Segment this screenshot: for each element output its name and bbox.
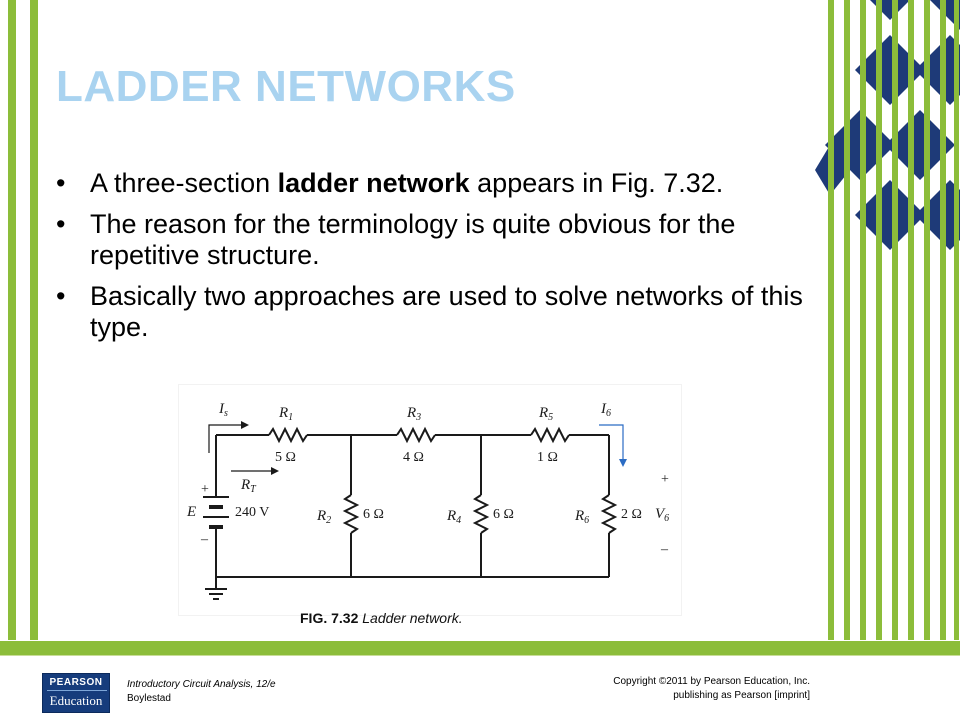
logo-bottom-text: Education: [49, 693, 103, 708]
bullet-dot: •: [56, 209, 66, 239]
resistor-r1-symbol: [268, 426, 308, 444]
logo-divider: [47, 690, 107, 691]
bullet-text: appears in Fig. 7.32.: [469, 168, 724, 198]
value-r1: 5 Ω: [275, 450, 296, 465]
battery-plus: +: [201, 482, 209, 497]
book-author: Boylestad: [127, 693, 171, 704]
bullet-item: • The reason for the terminology is quit…: [56, 209, 816, 271]
bullet-item: • A three-section ladder network appears…: [56, 168, 816, 199]
label-i6: I6: [600, 401, 611, 419]
bullet-item: • Basically two approaches are used to s…: [56, 281, 816, 343]
copyright-line: Copyright ©2011 by Pearson Education, In…: [613, 676, 810, 687]
resistor-r2-symbol: [342, 494, 360, 534]
label-r1: R1: [278, 405, 293, 423]
label-e: E: [186, 504, 196, 520]
book-title: Introductory Circuit Analysis, 12/e: [127, 679, 276, 690]
current-arrow-is: [208, 424, 241, 453]
footer-copyright: Copyright ©2011 by Pearson Education, In…: [613, 675, 810, 703]
footer-band: [0, 641, 960, 655]
label-r4: R4: [446, 508, 461, 526]
ladder-circuit-diagram: Is R1 5 Ω R3 4 Ω R5 1 Ω I6 RT + – E 240 …: [186, 401, 669, 600]
value-r5: 1 Ω: [537, 450, 558, 465]
arrowhead: [619, 459, 627, 467]
bullet-dot: •: [56, 281, 66, 311]
footer-book-info: Introductory Circuit Analysis, 12/e Boyl…: [127, 678, 276, 706]
bullet-text: Basically two approaches are used to sol…: [90, 281, 803, 342]
label-rt: RT: [240, 477, 257, 495]
footer-band-line: [0, 655, 960, 656]
label-v6: V6: [655, 506, 669, 524]
v6-minus: –: [660, 542, 669, 557]
label-is: Is: [218, 401, 228, 419]
publisher-line: publishing as Pearson [imprint]: [673, 690, 810, 701]
bullet-list: • A three-section ladder network appears…: [56, 168, 816, 353]
right-decoration: [815, 0, 960, 640]
label-r6: R6: [574, 508, 589, 526]
figure-caption: FIG. 7.32 Ladder network.: [300, 610, 463, 626]
value-r4: 6 Ω: [493, 507, 514, 522]
label-r5: R5: [538, 405, 553, 423]
resistor-r3-symbol: [396, 426, 436, 444]
bullet-text: A three-section: [90, 168, 278, 198]
pearson-logo: PEARSON Education: [42, 673, 110, 713]
figure-caption-text: Ladder network.: [358, 610, 463, 626]
value-r2: 6 Ω: [363, 507, 384, 522]
left-stripe: [8, 0, 16, 640]
arrowhead: [241, 421, 249, 429]
bullet-bold-term: ladder network: [277, 168, 470, 198]
value-r6: 2 Ω: [621, 507, 642, 522]
resistor-r6-symbol: [600, 494, 618, 534]
value-r3: 4 Ω: [403, 450, 424, 465]
v6-plus: +: [661, 472, 669, 487]
label-r2: R2: [316, 508, 331, 526]
logo-top-text: PEARSON: [49, 677, 103, 688]
label-r3: R3: [406, 405, 421, 423]
slide-title: LADDER NETWORKS: [56, 62, 516, 111]
arrowhead: [271, 467, 279, 475]
resistor-r5-symbol: [530, 426, 570, 444]
bullet-text: The reason for the terminology is quite …: [90, 209, 736, 270]
resistor-r4-symbol: [472, 494, 490, 534]
value-e: 240 V: [235, 505, 269, 520]
bullet-dot: •: [56, 168, 66, 198]
figure-number: FIG. 7.32: [300, 610, 359, 626]
circuit-figure: Is R1 5 Ω R3 4 Ω R5 1 Ω I6 RT + – E 240 …: [178, 384, 682, 616]
battery-minus: –: [200, 532, 209, 547]
left-stripe: [30, 0, 38, 640]
current-arrow-i6: [599, 424, 624, 459]
